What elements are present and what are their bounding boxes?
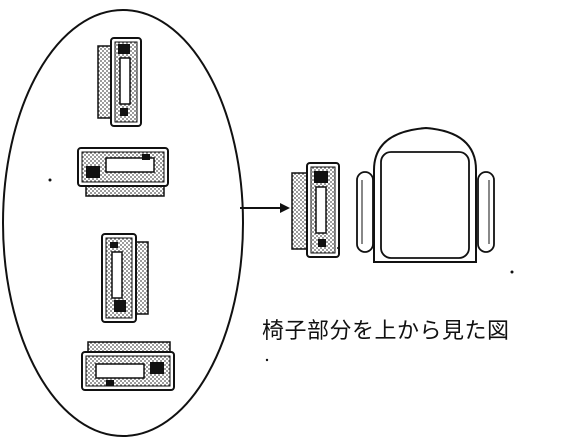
chair-top-view: [356, 126, 495, 263]
seat-cushion: [380, 151, 470, 259]
device-item-4: [81, 341, 175, 391]
diagram-caption: 椅子部分を上から見た図: [262, 319, 510, 344]
grouping-ellipse: [2, 9, 244, 437]
device-item-1: [97, 37, 142, 127]
device-item-2: [77, 147, 169, 197]
device-item-3: [101, 233, 149, 323]
right-armrest: [477, 171, 495, 253]
left-armrest: [356, 171, 374, 253]
chair-device: [291, 162, 340, 258]
arrow: [240, 203, 290, 213]
